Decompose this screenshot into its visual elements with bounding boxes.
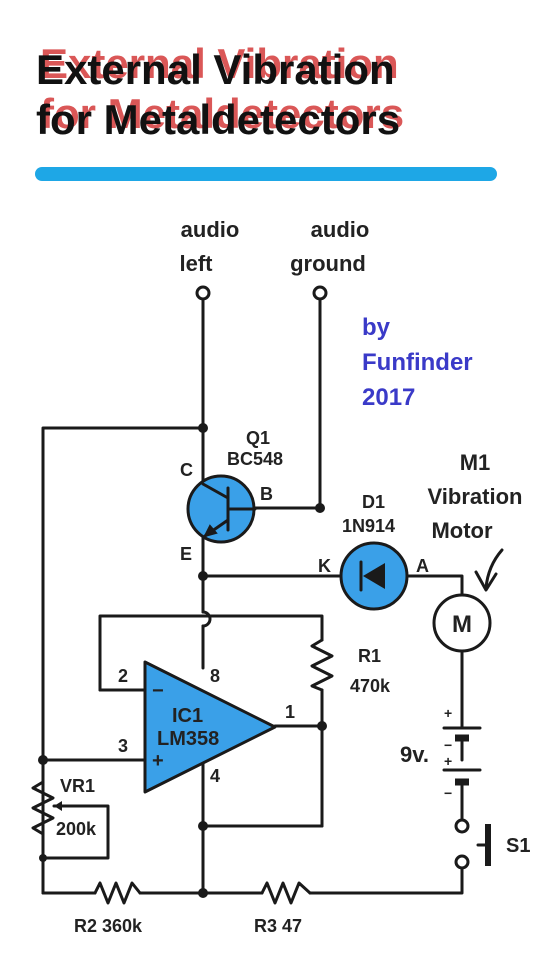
d1-pin-a: A <box>416 556 429 576</box>
q1-part: BC548 <box>227 449 283 469</box>
junction-dot <box>315 503 325 513</box>
audio-left-label-1: audio <box>181 217 240 242</box>
ic1-minus: − <box>152 680 164 702</box>
d1-pin-k: K <box>318 556 331 576</box>
r1-ref: R1 <box>358 646 381 666</box>
battery-minus-1: − <box>444 737 452 753</box>
credit-author: Funfinder <box>362 349 473 376</box>
r2-label: R2 360k <box>74 916 143 936</box>
junction-dot <box>317 721 327 731</box>
battery-9v: + − + − 9v. <box>400 705 482 801</box>
battery-plus-1: + <box>444 705 452 721</box>
battery-value: 9v. <box>400 742 429 767</box>
junction-dot <box>198 821 208 831</box>
title-shadow-line2: for Metaldetectors <box>40 90 404 137</box>
credit-year: 2017 <box>362 384 415 411</box>
m1-symbol: M <box>452 611 472 638</box>
title-accent-bar <box>35 167 497 181</box>
m1-desc-1: Vibration <box>428 484 523 509</box>
ic1-part: LM358 <box>157 728 219 750</box>
ic1-pin-4: 4 <box>210 766 220 786</box>
audio-ground-terminal <box>312 285 328 301</box>
m1-desc-2: Motor <box>431 518 493 543</box>
audio-ground-label-2: ground <box>290 251 366 276</box>
junction-dot <box>38 755 48 765</box>
junction-dot <box>198 423 208 433</box>
credit-by: by <box>362 314 391 341</box>
resistor-r2: R2 360k <box>74 881 143 936</box>
vr1-ref: VR1 <box>60 776 95 796</box>
d1-part: 1N914 <box>342 516 395 536</box>
ic1-pin-1: 1 <box>285 702 295 722</box>
junction-dot <box>198 571 208 581</box>
ic1-pin-8: 8 <box>210 666 220 686</box>
m1-ref: M1 <box>460 450 491 475</box>
d1-ref: D1 <box>362 492 385 512</box>
title-line1: External Vibration <box>36 46 395 93</box>
opamp-ic1: IC1 LM358 − + 2 3 8 4 1 <box>118 660 295 794</box>
audio-left-terminal <box>195 285 211 301</box>
r1-value: 470k <box>350 676 391 696</box>
audio-left-label-2: left <box>180 251 214 276</box>
switch-s1: S1 <box>454 818 530 870</box>
q1-pin-c: C <box>180 460 193 480</box>
transistor-q1: Q1 BC548 C B E <box>180 428 283 564</box>
vibration-arrow-icon <box>484 548 504 590</box>
ic1-pin-3: 3 <box>118 736 128 756</box>
title-line2: for Metaldetectors <box>36 96 400 143</box>
resistor-r3: R3 47 <box>254 881 312 936</box>
ic1-ref: IC1 <box>172 705 203 727</box>
r3-label: R3 47 <box>254 916 302 936</box>
q1-pin-b: B <box>260 484 273 504</box>
audio-ground-label-1: audio <box>311 217 370 242</box>
battery-minus-2: − <box>444 785 452 801</box>
ic1-pin-2: 2 <box>118 666 128 686</box>
title-shadow-line1: External Vibration <box>40 40 399 87</box>
q1-ref: Q1 <box>246 428 270 448</box>
q1-pin-e: E <box>180 544 192 564</box>
motor-m1: M1 Vibration Motor M <box>428 450 523 653</box>
resistor-r1: R1 470k <box>310 638 391 696</box>
battery-plus-2: + <box>444 753 452 769</box>
s1-ref: S1 <box>506 835 530 857</box>
potentiometer-vr1: VR1 200k <box>31 776 97 839</box>
title-block: External Vibration for Metaldetectors Ex… <box>35 40 497 181</box>
diode-d1: D1 1N914 K A <box>318 492 429 611</box>
vr1-value: 200k <box>56 819 97 839</box>
junction-dot <box>198 888 208 898</box>
ic1-plus: + <box>152 750 164 772</box>
junction-dot <box>39 854 47 862</box>
